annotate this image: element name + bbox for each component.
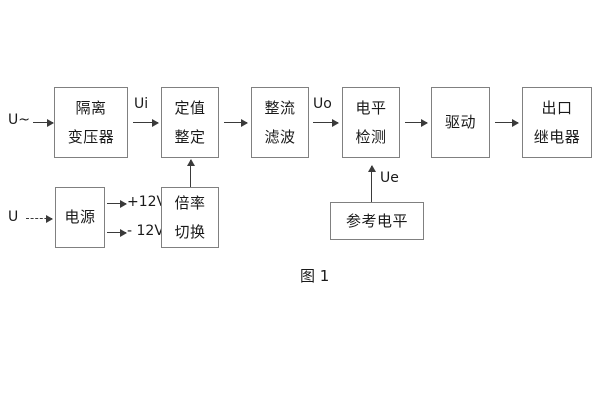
arrow-drive-to-output-relay <box>495 118 519 127</box>
arrow-rectify-filter-to-level-detection <box>313 118 339 127</box>
block-isolation-transformer-line1: 隔离 <box>75 98 107 117</box>
block-output-relay-line2: 继电器 <box>533 127 581 146</box>
block-reference-level: 参考电平 <box>330 202 424 240</box>
block-rectify-filter-line2: 滤波 <box>264 127 296 146</box>
block-setpoint-setting-line1: 定值 <box>174 98 206 117</box>
block-output-relay: 出口 继电器 <box>522 87 592 158</box>
block-isolation-transformer: 隔离 变压器 <box>54 87 128 158</box>
block-output-relay-line1: 出口 <box>541 98 573 117</box>
block-rectify-filter: 整流 滤波 <box>251 87 309 158</box>
figure-caption: 图 1 <box>300 267 330 285</box>
block-setpoint-setting-line2: 整定 <box>174 127 206 146</box>
block-drive-line1: 驱动 <box>444 113 476 131</box>
input-label-dc-source: U <box>8 209 19 225</box>
block-power-supply: 电源 <box>55 187 105 248</box>
signal-label-negative-supply: - 12V <box>127 223 164 239</box>
arrow-power-supply-positive-rail <box>107 199 127 208</box>
block-drive: 驱动 <box>431 87 490 158</box>
arrow-multiplier-switch-to-setpoint-setting <box>186 159 195 187</box>
block-reference-level-line1: 参考电平 <box>345 211 408 230</box>
arrow-ac-source-to-isolation-transformer <box>33 118 54 127</box>
block-level-detection: 电平 检测 <box>342 87 400 158</box>
signal-label-positive-supply: +12V <box>127 194 167 210</box>
block-setpoint-setting: 定值 整定 <box>161 87 219 158</box>
block-rectify-filter-line1: 整流 <box>264 98 296 117</box>
arrow-power-supply-negative-rail <box>107 228 127 237</box>
arrow-level-detection-to-drive <box>405 118 428 127</box>
block-multiplier-switch-line2: 切换 <box>174 222 206 241</box>
block-multiplier-switch-line1: 倍率 <box>174 193 206 212</box>
block-level-detection-line1: 电平 <box>355 98 387 117</box>
block-level-detection-line2: 检测 <box>355 127 387 146</box>
signal-label-uo: Uo <box>313 96 332 112</box>
block-multiplier-switch: 倍率 切换 <box>161 187 219 248</box>
input-label-ac-source: U~ <box>8 112 30 128</box>
arrow-isolation-transformer-to-setpoint-setting <box>133 118 159 127</box>
block-power-supply-line1: 电源 <box>64 208 96 226</box>
signal-label-ue: Ue <box>380 170 399 186</box>
block-isolation-transformer-line2: 变压器 <box>67 127 115 146</box>
arrow-reference-level-to-level-detection <box>367 165 376 202</box>
arrow-dc-source-to-power-supply <box>26 214 53 223</box>
signal-label-ui: Ui <box>134 96 149 112</box>
arrow-setpoint-setting-to-rectify-filter <box>224 118 248 127</box>
